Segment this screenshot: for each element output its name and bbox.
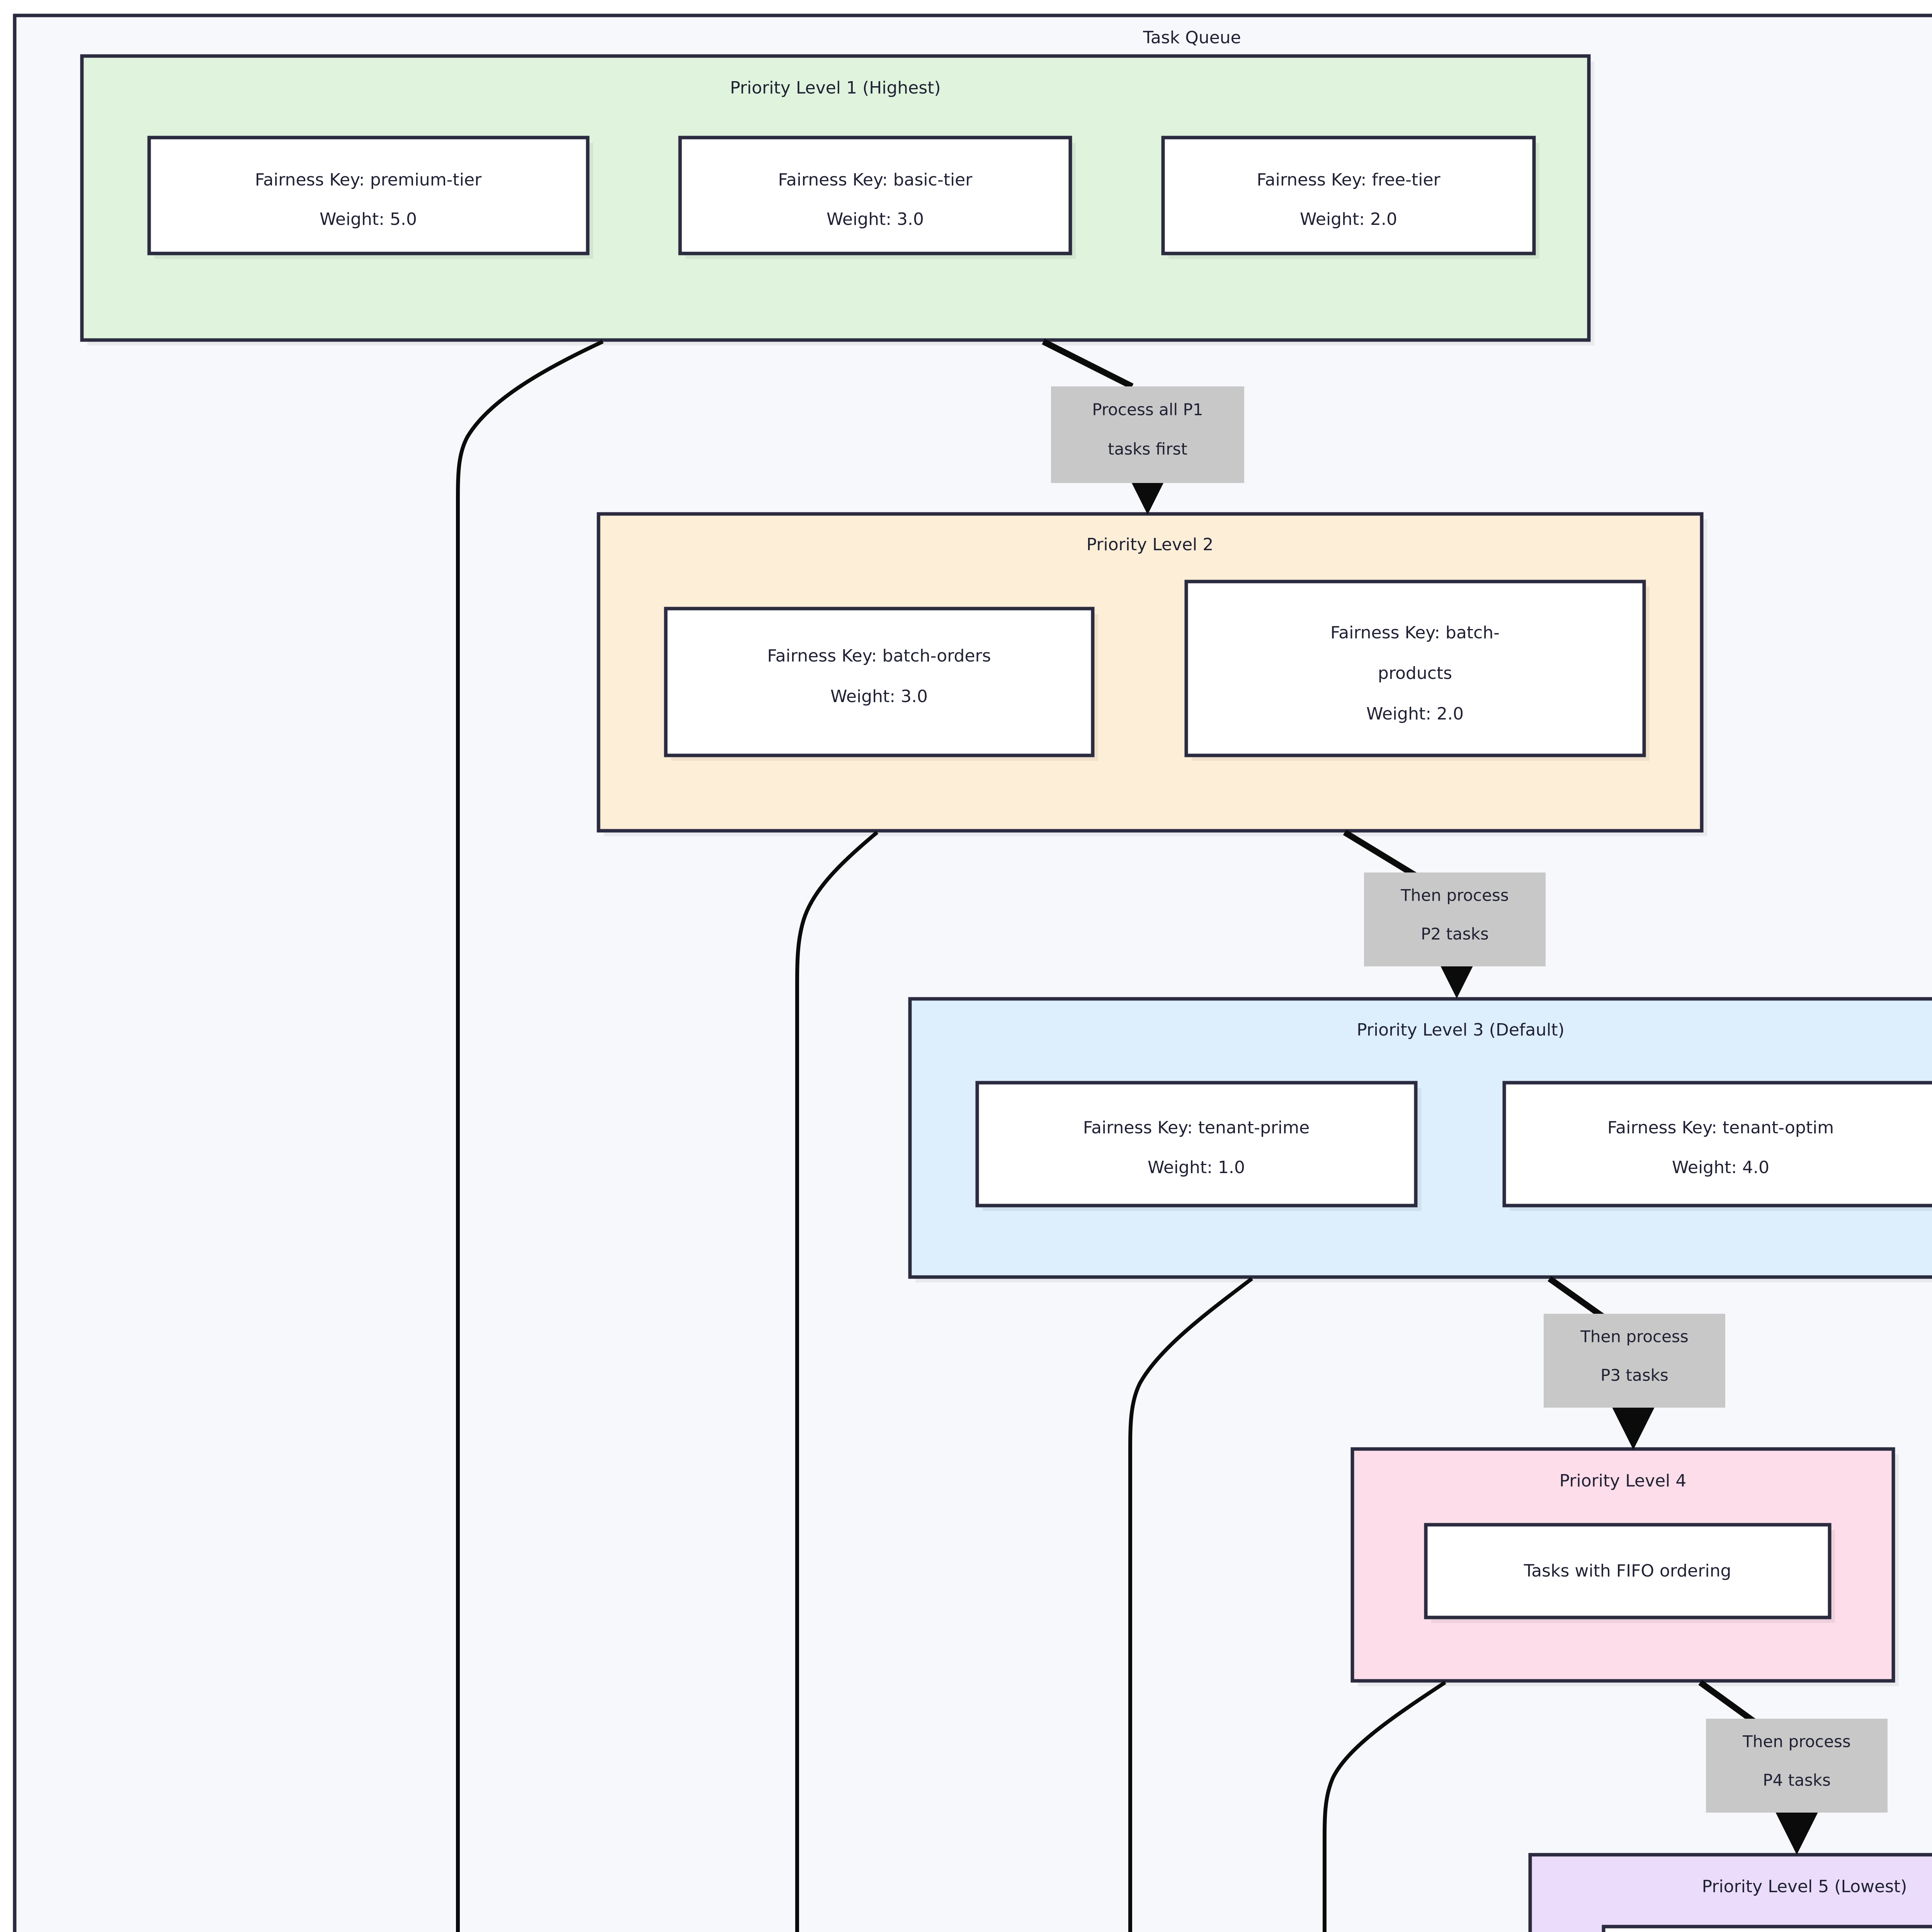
cluster-priority-level-5[interactable]: Priority Level 5 (Lowest) Tasks with FIF… (1528, 1853, 1932, 1932)
e3-line2: P3 tasks (1600, 1366, 1668, 1385)
p2b-box[interactable] (1184, 580, 1646, 757)
edge-p4-to-workers (1323, 1680, 1446, 1932)
p4a-line1: Tasks with FIFO ordering (1524, 1561, 1731, 1581)
leaf-p1-premium-tier[interactable]: Fairness Key: premium-tier Weight: 5.0 (147, 136, 593, 259)
e1-line2: tasks first (1108, 440, 1187, 459)
p1-title: Priority Level 1 (Highest) (730, 78, 940, 98)
leaf-p1-basic-tier[interactable]: Fairness Key: basic-tier Weight: 3.0 (678, 136, 1076, 259)
edge-label-then-process-p2: Then process P2 tasks (1364, 872, 1546, 966)
leaf-p2-batch-orders[interactable]: Fairness Key: batch-orders Weight: 3.0 (664, 607, 1098, 761)
edge-label-then-process-p4: Then process P4 tasks (1706, 1719, 1888, 1813)
e2-bg (1364, 872, 1546, 966)
p2a-line1: Fairness Key: batch-orders (767, 646, 991, 666)
e1-bg (1051, 386, 1244, 483)
cluster-priority-level-2[interactable]: Priority Level 2 Fairness Key: batch-ord… (597, 512, 1707, 836)
page-title: Task Queue (1143, 28, 1241, 48)
edge-p1-to-p2-stem (1042, 338, 1134, 389)
edge-p2-to-workers (795, 831, 879, 1932)
edge-p1-to-workers (456, 340, 604, 1932)
p3-title: Priority Level 3 (Default) (1357, 1020, 1565, 1040)
p1b-line2: Weight: 3.0 (827, 209, 924, 229)
p2-title: Priority Level 2 (1087, 535, 1214, 554)
p1a-box[interactable] (147, 136, 590, 255)
p1c-line2: Weight: 2.0 (1300, 209, 1397, 229)
p1b-line1: Fairness Key: basic-tier (778, 170, 973, 190)
p4-title: Priority Level 4 (1560, 1471, 1687, 1491)
p1c-box[interactable] (1161, 136, 1536, 255)
edge-p3-to-workers (1128, 1277, 1253, 1932)
edge-label-process-all-p1: Process all P1 tasks first (1051, 386, 1244, 483)
e1-line1: Process all P1 (1092, 400, 1203, 419)
p3a-line2: Weight: 1.0 (1148, 1158, 1245, 1177)
leaf-p1-free-tier[interactable]: Fairness Key: free-tier Weight: 2.0 (1161, 136, 1539, 259)
p2b-line3: Weight: 2.0 (1366, 704, 1464, 724)
e2-line1: Then process (1400, 886, 1509, 905)
p4a-box[interactable] (1424, 1523, 1832, 1619)
p5-box[interactable] (1528, 1853, 1932, 1932)
p2b-line2: products (1378, 663, 1452, 683)
p1b-box[interactable] (678, 136, 1072, 255)
leaf-p2-batch-products[interactable]: Fairness Key: batch- products Weight: 2.… (1184, 580, 1650, 761)
p2a-box[interactable] (664, 607, 1095, 757)
leaf-p3-tenant-prime[interactable]: Fairness Key: tenant-prime Weight: 1.0 (975, 1081, 1421, 1211)
p2b-line1: Fairness Key: batch- (1330, 623, 1500, 643)
p5a-box[interactable] (1602, 1925, 1932, 1932)
cluster-priority-level-3[interactable]: Priority Level 3 (Default) Fairness Key:… (908, 997, 1932, 1282)
edge-label-then-process-p3: Then process P3 tasks (1544, 1314, 1725, 1408)
p3a-line1: Fairness Key: tenant-prime (1083, 1118, 1310, 1138)
e4-line1: Then process (1742, 1732, 1850, 1751)
e4-bg (1706, 1719, 1888, 1813)
e3-bg (1544, 1314, 1725, 1408)
p3a-box[interactable] (975, 1081, 1418, 1208)
p3b-line1: Fairness Key: tenant-optim (1607, 1118, 1834, 1138)
p1a-line2: Weight: 5.0 (320, 209, 417, 229)
cluster-priority-level-4[interactable]: Priority Level 4 Tasks with FIFO orderin… (1350, 1447, 1899, 1686)
p2a-line2: Weight: 3.0 (830, 687, 928, 706)
p3b-box[interactable] (1502, 1081, 1932, 1208)
leaf-p4-fifo[interactable]: Tasks with FIFO ordering (1424, 1523, 1835, 1623)
leaf-p3-tenant-optim[interactable]: Fairness Key: tenant-optim Weight: 4.0 (1502, 1081, 1932, 1211)
p3b-line2: Weight: 4.0 (1672, 1158, 1769, 1177)
p1a-line1: Fairness Key: premium-tier (255, 170, 482, 190)
e3-line1: Then process (1580, 1327, 1688, 1346)
cluster-priority-level-1[interactable]: Priority Level 1 (Highest) Fairness Key:… (80, 54, 1594, 345)
p5-title: Priority Level 5 (Lowest) (1702, 1877, 1907, 1896)
p1c-line1: Fairness Key: free-tier (1257, 170, 1440, 190)
e2-line2: P2 tasks (1421, 925, 1489, 944)
leaf-p5-fifo[interactable]: Tasks with FIFO ordering (1602, 1925, 1932, 1932)
e4-line2: P4 tasks (1763, 1771, 1831, 1790)
